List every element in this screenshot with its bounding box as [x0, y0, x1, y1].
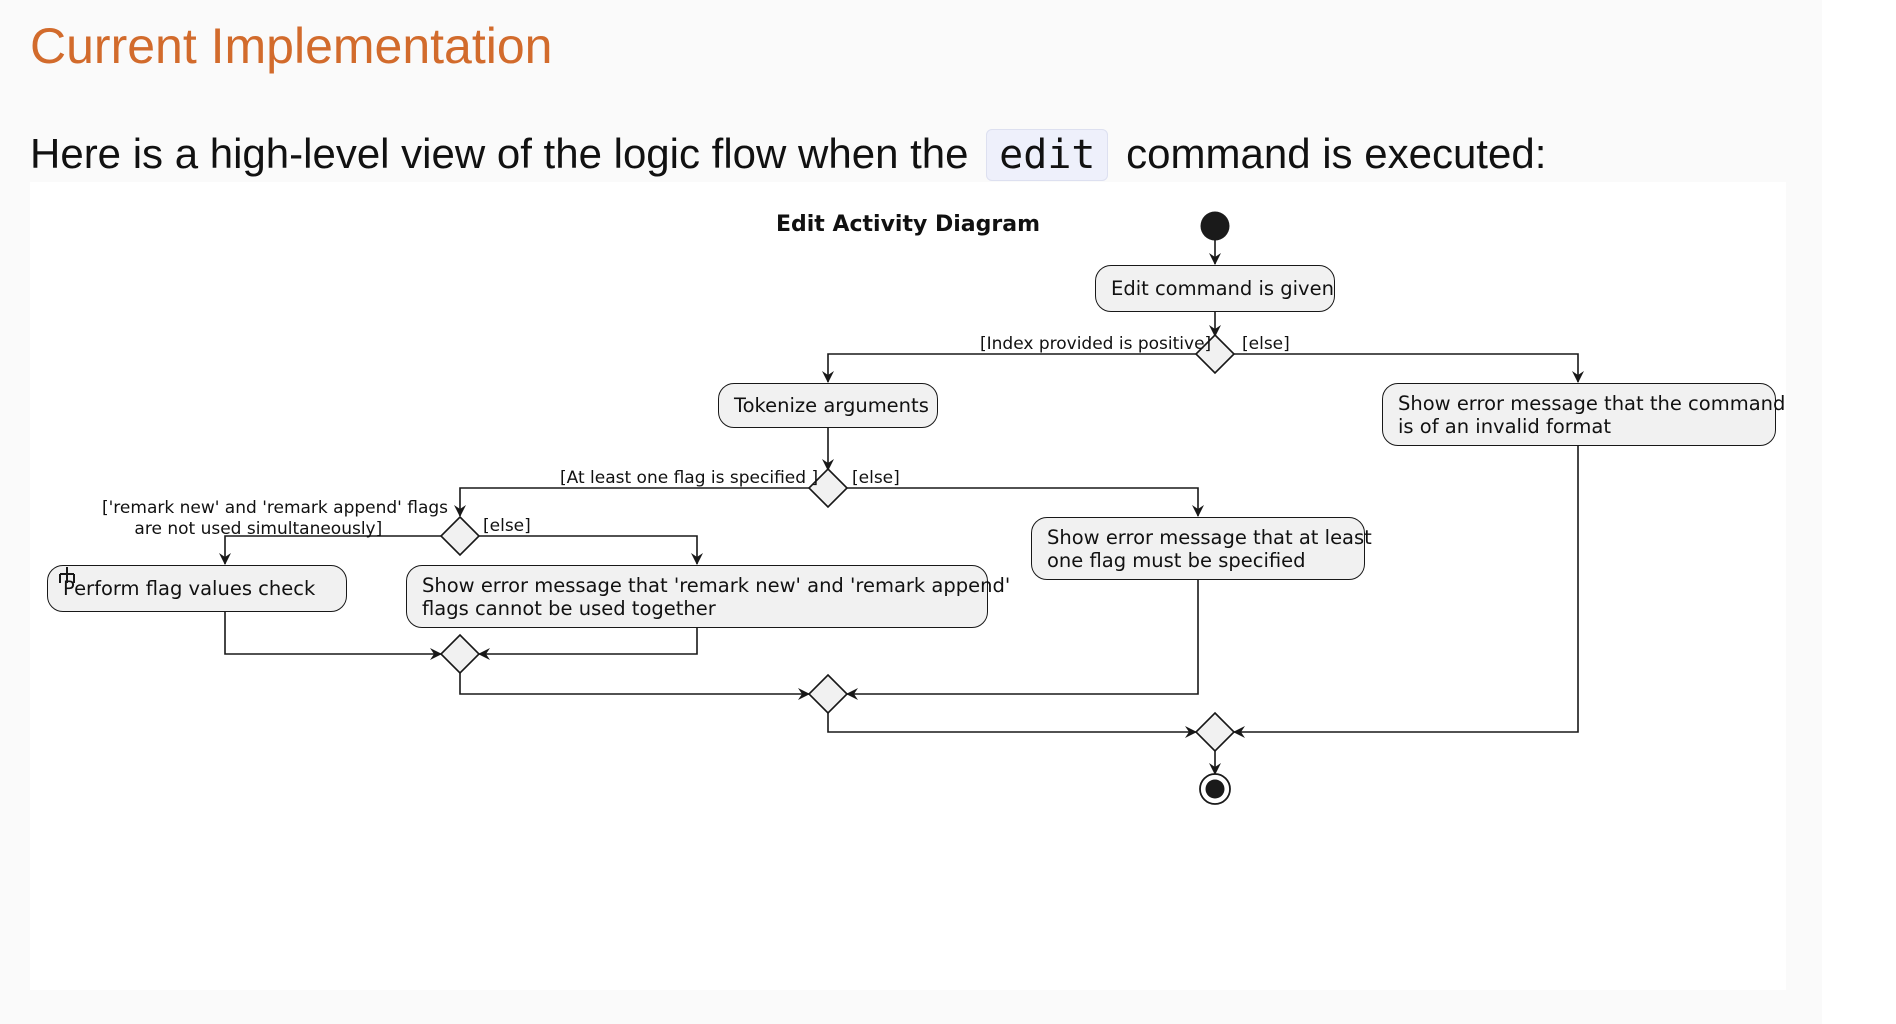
- node-flag-check-label: Perform flag values check: [63, 577, 316, 600]
- edge-d1-to-invalid: [1234, 353, 1584, 383]
- inline-code-edit: edit: [986, 129, 1109, 181]
- activity-diagram: Edit Activity Diagram: [30, 182, 1786, 990]
- edge-m1-to-m2: [459, 672, 810, 700]
- decision-remark-diamond: [439, 515, 481, 557]
- section-heading: Current Implementation: [30, 18, 553, 74]
- decision-index-diamond: [1194, 333, 1236, 375]
- guard-remark-not-simultaneous: ['remark new' and 'remark append' flags …: [102, 498, 449, 539]
- node-edit-command-given: Edit command is given: [1095, 265, 1335, 312]
- diagram-connectors: [219, 211, 1584, 805]
- edge-invalid-to-m3: [1233, 446, 1579, 738]
- edge-conflict-to-m1: [478, 628, 698, 660]
- guard-index-positive: [Index provided is positive]: [980, 334, 1212, 354]
- edge-d1-to-tokenize: [822, 353, 1196, 383]
- start-node: [1200, 211, 1230, 241]
- edge-d2-to-flagreq: [847, 487, 1204, 517]
- guard-flag-else: [else]: [852, 468, 900, 488]
- merge-diamond-1: [439, 633, 481, 675]
- diagram-title: Edit Activity Diagram: [775, 212, 1041, 237]
- edge-m2-to-m3: [827, 712, 1197, 738]
- intro-paragraph: Here is a high-level view of the logic f…: [30, 122, 1546, 187]
- edge-flagcheck-to-m1: [224, 612, 442, 660]
- guard-flag-specified: [At least one flag is specified ]: [560, 468, 819, 488]
- node-remark-conflict-error: Show error message that 'remark new' and…: [406, 565, 1010, 628]
- guard-index-else: [else]: [1242, 334, 1290, 354]
- edge-flagreq-to-m2: [846, 580, 1199, 700]
- merge-diamond-2: [807, 673, 849, 715]
- guard-remark-else: [else]: [483, 516, 531, 536]
- edge-d3-to-conflict: [479, 535, 703, 565]
- node-invalid-format-error: Show error message that the command is o…: [1382, 383, 1785, 446]
- end-node-dot: [1205, 779, 1225, 799]
- edge-d3-to-flagcheck: [219, 535, 441, 565]
- node-perform-flag-check: Perform flag values check: [47, 565, 347, 612]
- node-flag-required-error: Show error message that at least one fla…: [1031, 517, 1372, 580]
- rake-icon: [59, 567, 75, 583]
- edge-d2-to-d3: [454, 487, 809, 517]
- intro-text-before: Here is a high-level view of the logic f…: [30, 130, 981, 177]
- merge-diamond-3: [1194, 711, 1236, 753]
- intro-text-after: command is executed:: [1114, 130, 1547, 177]
- node-tokenize-arguments: Tokenize arguments: [718, 383, 938, 428]
- decision-flag-diamond: [807, 467, 849, 509]
